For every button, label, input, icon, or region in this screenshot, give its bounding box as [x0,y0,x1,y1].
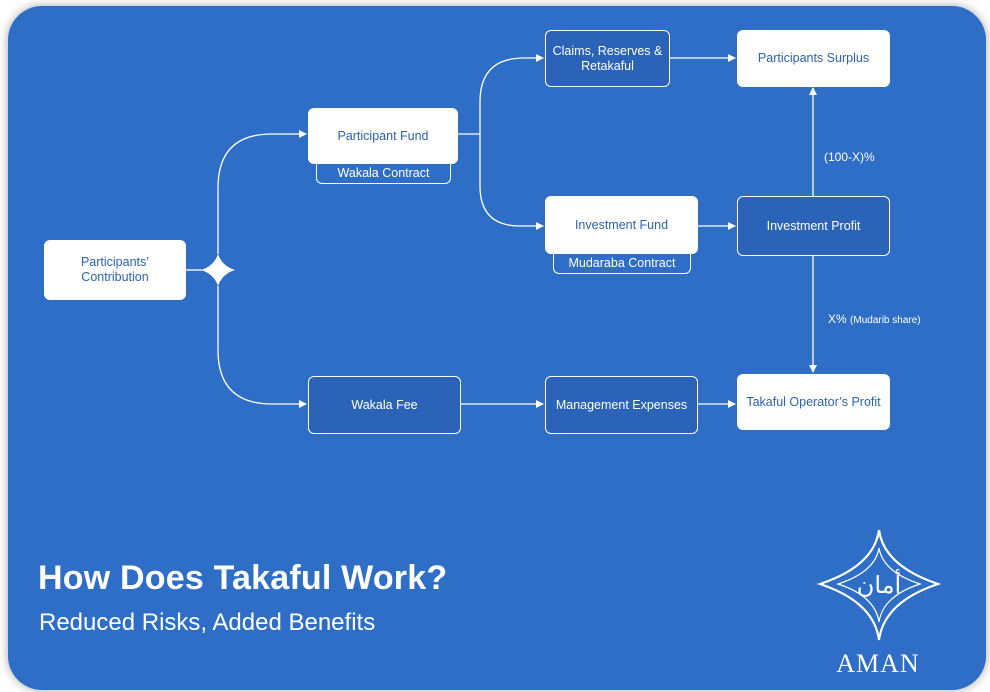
node-management-expenses: Management Expenses [545,376,698,434]
node-investment-profit-label: Investment Profit [766,218,861,233]
node-wakala-fee-label: Wakala Fee [351,397,418,412]
label-mudarib-share: X% (Mudarib share) [828,312,921,326]
node-claims-reserves: Claims, Reserves & Retakaful [545,30,670,87]
tag-wakala-contract: Wakala Contract [316,164,451,184]
tag-wakala-contract-label: Wakala Contract [337,166,430,180]
takaful-diagram-card: Participants’ Contribution Participant F… [8,6,986,690]
node-wakala-fee: Wakala Fee [308,376,461,434]
aman-wordmark: AMAN [836,649,920,678]
label-mudarib-share-note: (Mudarib share) [850,315,921,326]
node-investment-fund-label: Investment Fund [574,217,669,232]
label-surplus-share-text: (100-X)% [824,150,875,164]
edge-diamond-to-participant-fund [217,130,307,254]
edge-split-to-claims [479,54,544,134]
edge-split-to-investment-fund [479,134,544,230]
node-participant-fund-label: Participant Fund [337,128,429,143]
tag-mudaraba-contract-label: Mudaraba Contract [568,256,676,270]
node-participant-fund: Participant Fund [308,108,458,164]
edge-diamond-to-wakala-fee [217,286,307,408]
label-surplus-share: (100-X)% [824,150,875,164]
node-takaful-operator-profit-label: Takaful Operator’s Profit [746,394,881,409]
connector-lines [186,54,817,408]
page-title: How Does Takaful Work? [38,559,448,597]
node-management-expenses-label: Management Expenses [555,397,688,412]
node-takaful-operator-profit: Takaful Operator’s Profit [737,374,890,430]
node-participants-contribution: Participants’ Contribution [44,240,186,300]
page-subtitle: Reduced Risks, Added Benefits [39,609,376,636]
node-investment-fund: Investment Fund [545,196,698,254]
node-investment-profit: Investment Profit [737,196,890,256]
node-participants-surplus: Participants Surplus [737,30,890,87]
label-mudarib-share-pct: X% [828,312,847,326]
node-participants-surplus-label: Participants Surplus [757,51,870,65]
aman-logo-emblem: أمان [816,529,942,641]
tag-mudaraba-contract: Mudaraba Contract [553,254,691,274]
decision-diamond [201,254,235,286]
node-participants-contribution-label: Participants’ Contribution [80,255,150,284]
aman-emblem-calligraphy: أمان [857,569,901,599]
node-claims-reserves-label: Claims, Reserves & Retakaful [552,43,663,73]
